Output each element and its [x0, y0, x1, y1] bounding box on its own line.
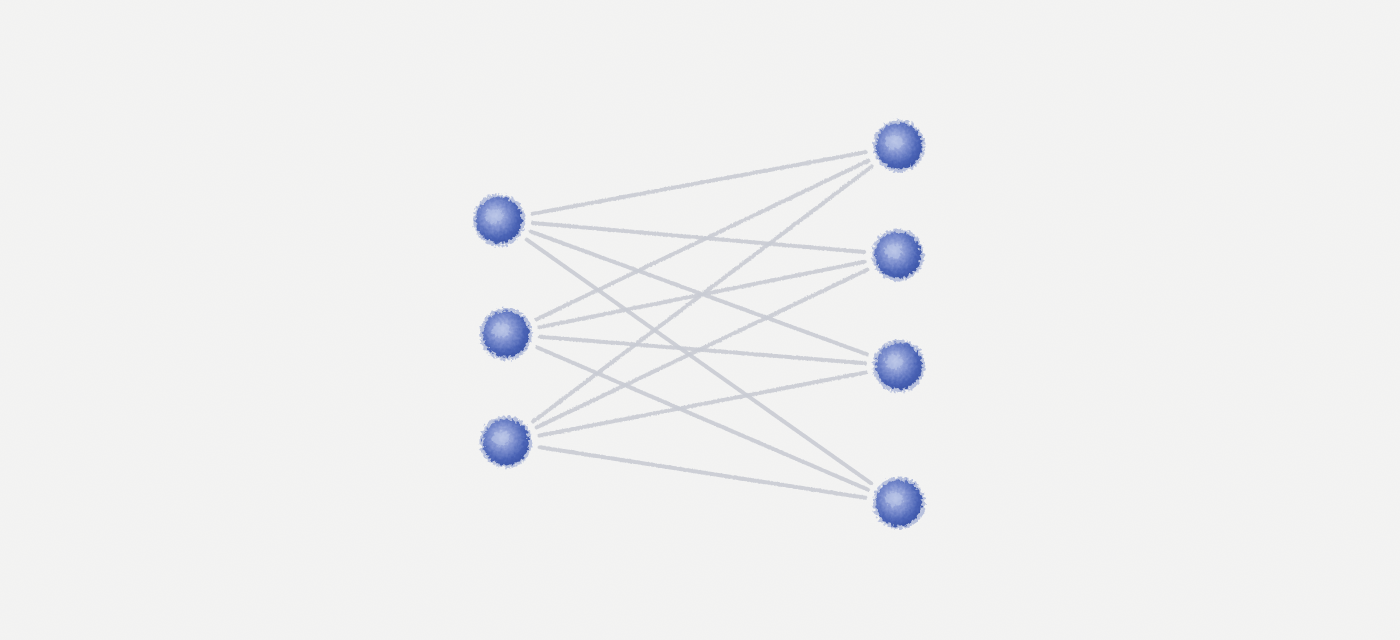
edge-l2-r4	[535, 345, 870, 492]
node-r2	[872, 229, 924, 281]
edge-l3-r4	[537, 445, 868, 500]
edge-l1-r4	[524, 237, 874, 486]
edge-l1-r1	[530, 150, 868, 216]
node-r3	[873, 340, 925, 392]
edge-l3-r1	[531, 164, 874, 424]
edge-l3-r3	[537, 370, 868, 438]
node-r4	[873, 477, 925, 529]
nodes-layer	[473, 120, 925, 529]
edge-l3-r2	[534, 267, 870, 430]
edge-l1-r3	[528, 229, 870, 357]
node-r1	[873, 120, 925, 172]
node-l1	[473, 194, 525, 246]
edge-l1-r2	[530, 220, 867, 255]
node-l2	[480, 308, 532, 360]
node-l3	[480, 416, 532, 468]
edge-l2-r1	[534, 158, 871, 322]
edges-layer	[524, 150, 874, 500]
